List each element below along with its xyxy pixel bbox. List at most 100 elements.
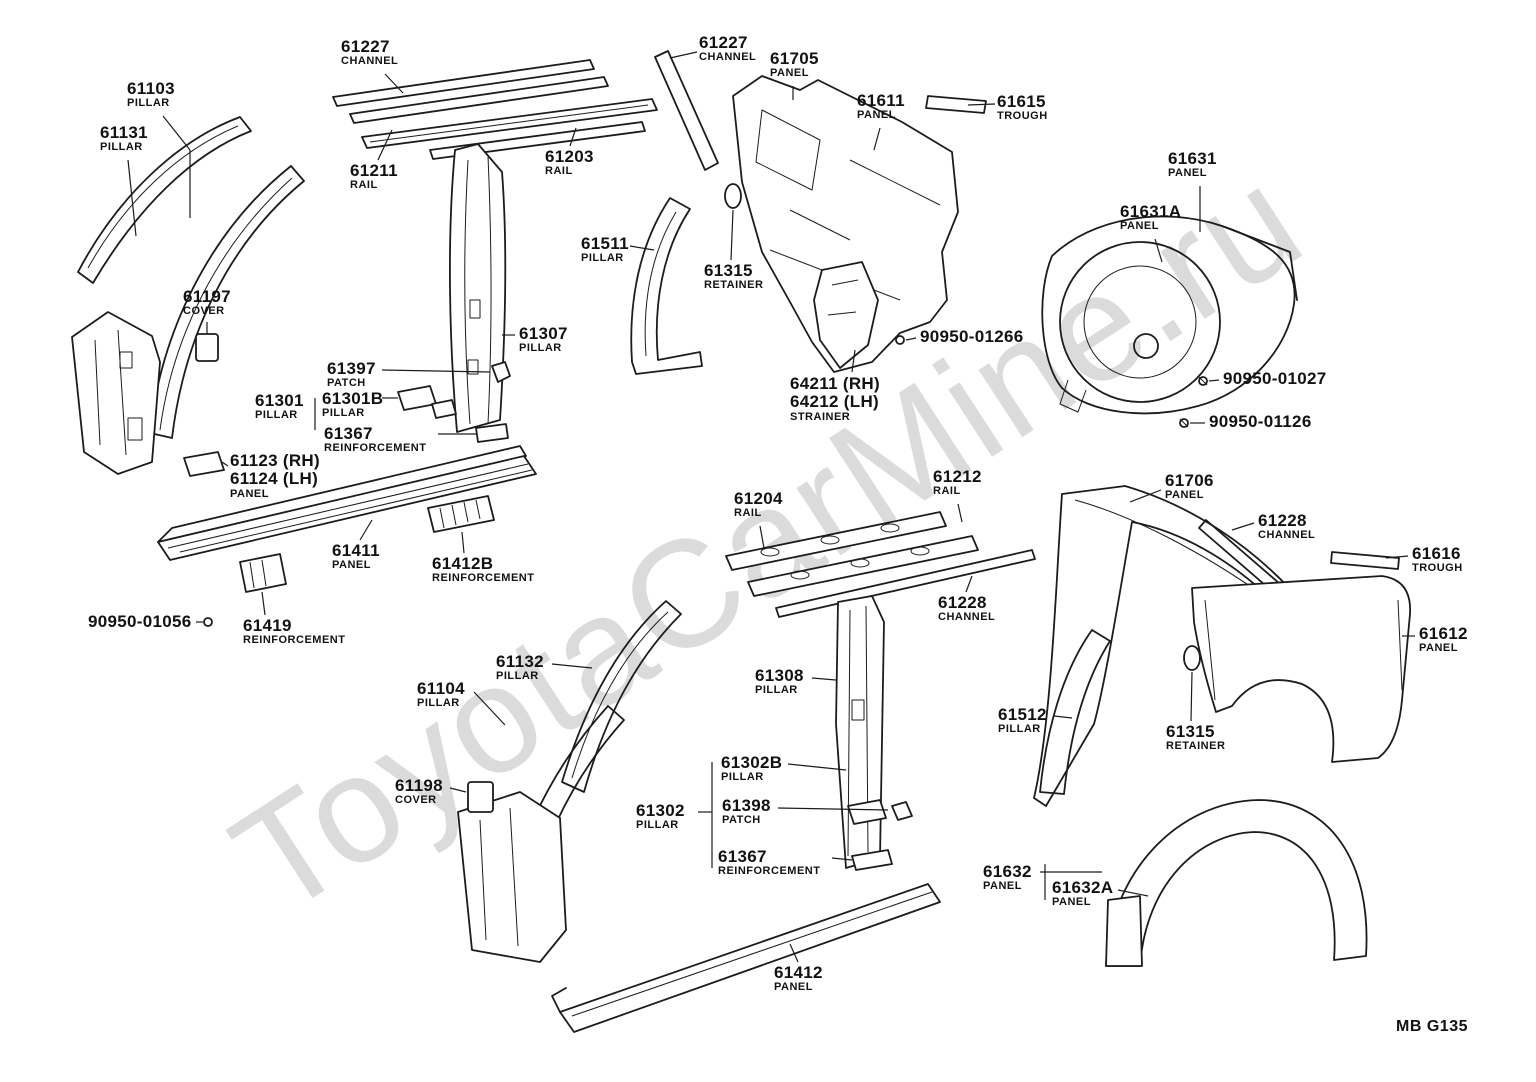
part-number: 61228 [938, 593, 987, 612]
part-number: 61612 [1419, 624, 1468, 643]
leader-lines [127, 51, 1415, 963]
center-pillar-shape [449, 143, 507, 433]
part-number: 61611 [857, 91, 905, 110]
part-number: 61123 (RH) [230, 451, 320, 470]
part-name: PANEL [1168, 167, 1207, 180]
part-number: 90950-01056 [88, 612, 192, 631]
roof-rail-group [332, 59, 658, 160]
part-number: 90950-01266 [920, 327, 1024, 346]
part-name: PILLAR [519, 342, 562, 355]
quarter-trough-shape [925, 95, 987, 114]
leader-line [787, 763, 847, 771]
part-number: 61419 [243, 616, 292, 635]
part-name: STRAINER [790, 410, 851, 423]
part-number: 61511 [581, 234, 629, 253]
rocker-panel-rear-shape [559, 883, 941, 1033]
leader-line [965, 575, 973, 593]
part-name: PILLAR [581, 252, 624, 265]
leader-line [831, 857, 853, 861]
part-name: PILLAR [100, 141, 143, 154]
cowl-side-lower-detail [479, 807, 519, 947]
wheelhouse-hub-shape [1133, 333, 1159, 359]
rocker-panel-shape [157, 455, 537, 561]
part-number: 61124 (LH) [230, 469, 319, 489]
rocker-upper-shape [157, 445, 527, 543]
part-name: PILLAR [755, 684, 798, 697]
part-name: COVER [395, 794, 437, 807]
part-number: 61615 [997, 92, 1046, 111]
part-number: 61367 [718, 847, 767, 866]
part-name: PANEL [1120, 220, 1159, 233]
leader-line [1129, 489, 1162, 503]
part-name: TROUGH [1412, 562, 1463, 575]
pillar-reinforcement2-shape [851, 849, 893, 871]
center-pillar-front-group [397, 143, 511, 443]
center-pillar-308-slot [851, 699, 865, 721]
part-name: TROUGH [997, 110, 1048, 123]
leader-line [473, 691, 506, 726]
part-name: PANEL [857, 109, 896, 122]
leader-line [384, 73, 404, 94]
part-number: 61227 [341, 37, 390, 56]
part-number: 61203 [545, 147, 594, 166]
rocker-reinforcement2-shape [239, 553, 287, 593]
part-number: 64212 (LH) [790, 392, 879, 412]
part-number: 61398 [722, 796, 771, 815]
rail-212-hole2 [850, 558, 870, 568]
part-name: RETAINER [1166, 740, 1226, 753]
part-name: CHANNEL [938, 611, 996, 624]
rocker-end-shape [551, 987, 567, 1013]
part-label-90950-01027: 90950-01027 [1223, 369, 1327, 388]
cowl-side-slot [127, 417, 143, 441]
part-name: PILLAR [636, 819, 679, 832]
part-name: RAIL [545, 165, 573, 178]
center-pillar-rear-group [457, 595, 913, 963]
leader-line [730, 209, 734, 261]
wheelhouse-inner-circle-shape [1059, 241, 1221, 403]
roof-rail-204-shape [725, 511, 947, 571]
leader-line [669, 51, 698, 59]
part-number: 61315 [1166, 722, 1215, 741]
pillar-patch2-shape [891, 801, 913, 821]
leader-line [1154, 238, 1163, 263]
quarter-lock-pillar-group [630, 183, 742, 375]
roof-channel-228-shape [775, 549, 1036, 618]
part-number: 61412 [774, 963, 823, 982]
part-number: 61103 [127, 79, 175, 98]
part-number: 61302B [721, 753, 783, 772]
part-number: 61632 [983, 862, 1032, 881]
retainer2-shape [1183, 645, 1201, 671]
windshield-pillar-outer-detail [87, 125, 239, 269]
part-name: PANEL [1165, 489, 1204, 502]
part-name: RAIL [350, 179, 378, 192]
page-code: MB G135 [1396, 1018, 1468, 1035]
part-number: 90950-01126 [1209, 412, 1312, 431]
part-number: 61197 [183, 287, 231, 306]
screw-01266-shape [895, 335, 905, 345]
leader-line [1385, 555, 1409, 559]
part-number: 61631A [1120, 202, 1182, 221]
wheelhouse-extension-shape [1221, 225, 1298, 301]
leader-line [957, 503, 963, 523]
pillar-reinforcement-shape [475, 423, 509, 443]
part-name: PILLAR [417, 697, 460, 710]
